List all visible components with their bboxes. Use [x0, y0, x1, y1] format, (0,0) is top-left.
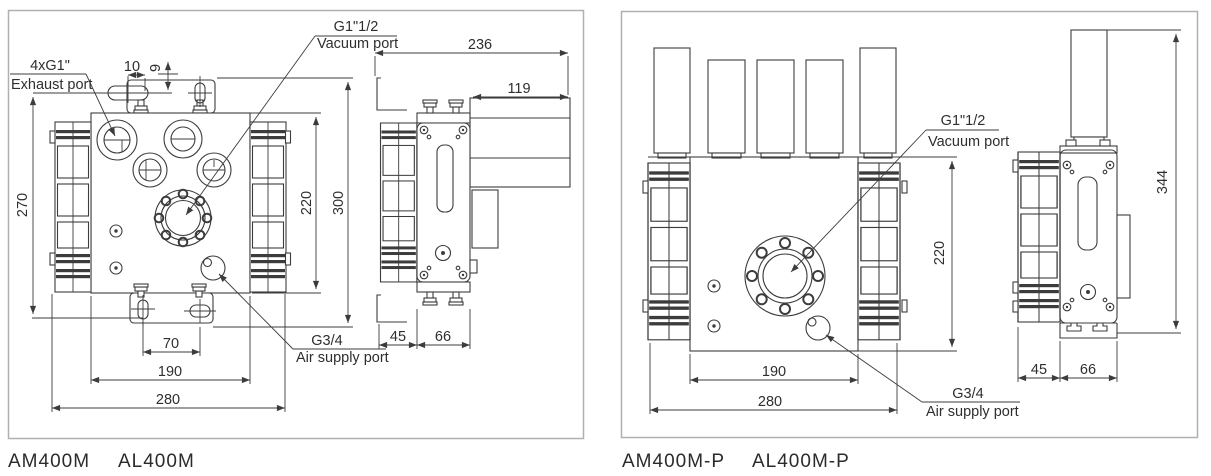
right-dimensions: 190 280 220 344 45 66: [649, 29, 1181, 414]
left-front-view: [33, 76, 292, 327]
air-port-size: G3/4: [952, 386, 983, 402]
dim-45-left: 45: [390, 329, 406, 345]
dim-45-right: 45: [1031, 362, 1047, 378]
dim-66-right: 66: [1080, 362, 1096, 378]
side-protrusion: [1116, 214, 1131, 299]
dim-119: 119: [507, 81, 530, 97]
vacuum-port-label: Vacuum port: [317, 36, 398, 52]
left-panel-border: [7, 9, 585, 440]
side-window-slot: [1077, 176, 1098, 251]
side-bracket-top: [376, 77, 407, 111]
air-supply-hole: [805, 315, 831, 341]
right-panel-border: [620, 10, 1199, 439]
dim-270: 270: [15, 193, 31, 217]
air-port-size: G3/4: [311, 333, 342, 349]
dim-190: 190: [762, 364, 786, 380]
side-muffler-box: [469, 97, 571, 188]
exhaust-port-holes: [96, 119, 232, 188]
side-protrusion: [471, 189, 499, 249]
model-label-am400m: AM400M: [8, 451, 90, 472]
model-label-am400m-p: AM400M-P: [622, 451, 725, 472]
left-dimensions: 10 9 270 220 300 70 190 280 236 119: [15, 37, 569, 412]
right-side-view: [1012, 29, 1131, 339]
dim-236: 236: [468, 37, 492, 53]
dim-220: 220: [932, 241, 948, 265]
vacuum-flange: [153, 188, 213, 248]
silencer-tubes: [653, 47, 897, 159]
dim-280: 280: [758, 394, 782, 410]
side-body: [416, 122, 471, 283]
t-slot-foot: [1060, 322, 1117, 332]
left-side-view: [376, 77, 571, 323]
exhaust-port-label: Exhaust port: [11, 77, 92, 93]
model-label-al400m-p: AL400M-P: [752, 451, 850, 472]
dim-70: 70: [163, 336, 179, 352]
dim-300: 300: [331, 191, 347, 215]
right-front-view: [642, 47, 908, 352]
model-label-al400m: AL400M: [118, 451, 195, 472]
vacuum-flange: [744, 235, 826, 317]
vacuum-port-size: G1"1/2: [941, 113, 986, 129]
vacuum-port-size: G1"1/2: [334, 19, 379, 35]
pump-body: [689, 156, 859, 352]
exhaust-port-size: 4xG1": [30, 58, 70, 74]
dim-220: 220: [299, 191, 315, 215]
air-port-label: Air supply port: [926, 404, 1019, 420]
right-callouts: G1"1/2 Vacuum port G3/4 Air supply port: [790, 113, 1020, 420]
dim-9: 9: [148, 64, 164, 72]
air-supply-hole: [200, 255, 226, 281]
dim-280: 280: [156, 392, 180, 408]
side-window-slot: [436, 144, 454, 213]
side-silencer-tube: [1070, 29, 1108, 138]
dim-66-left: 66: [435, 329, 451, 345]
dim-344: 344: [1155, 170, 1171, 194]
vacuum-port-label: Vacuum port: [928, 134, 1009, 150]
dim-10: 10: [124, 59, 140, 75]
air-port-label: Air supply port: [296, 350, 389, 366]
side-bracket-bottom: [376, 294, 407, 323]
side-body: [1059, 149, 1118, 324]
left-callouts: G1"1/2 Vacuum port 4xG1" Exhaust port G3…: [10, 19, 398, 366]
dim-190: 190: [158, 364, 182, 380]
